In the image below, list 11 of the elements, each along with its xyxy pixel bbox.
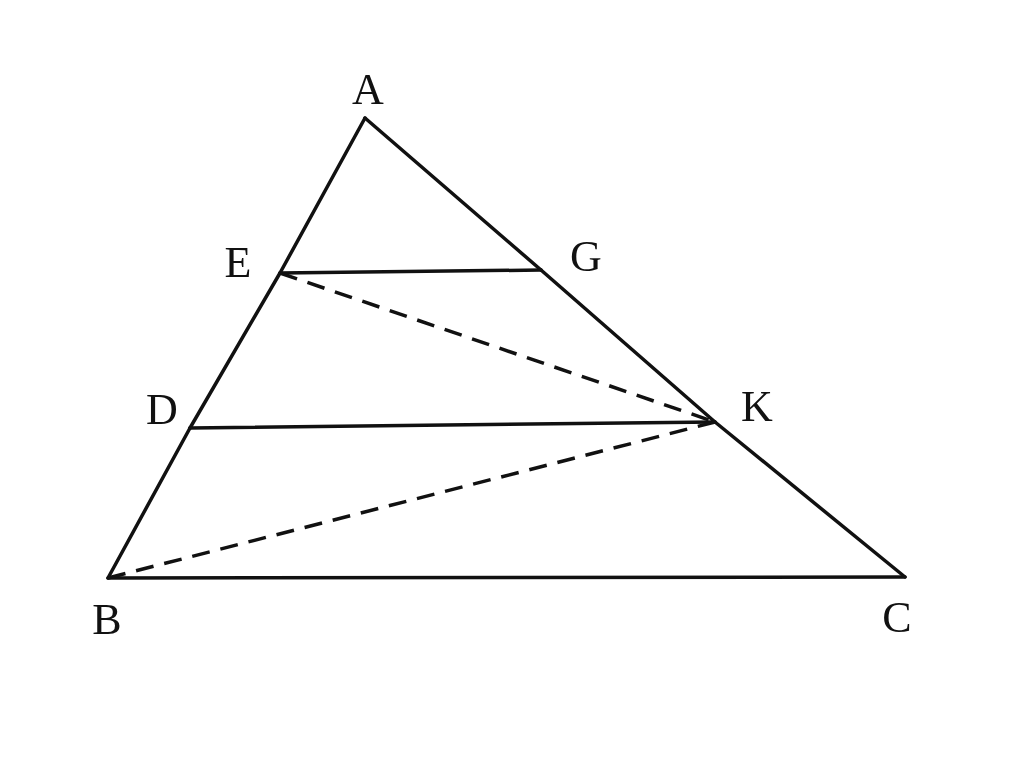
point-label: G	[541, 234, 606, 280]
point-label: B	[87, 578, 127, 643]
point-label: K	[715, 384, 777, 430]
line-segment	[188, 420, 717, 430]
point-label: C	[877, 577, 917, 641]
dashed-line-segment	[107, 420, 716, 580]
line-segment	[278, 268, 543, 275]
point-label: A	[348, 67, 388, 118]
point-label: E	[218, 240, 280, 286]
point-label: D	[142, 387, 190, 433]
line-segment	[106, 575, 907, 580]
